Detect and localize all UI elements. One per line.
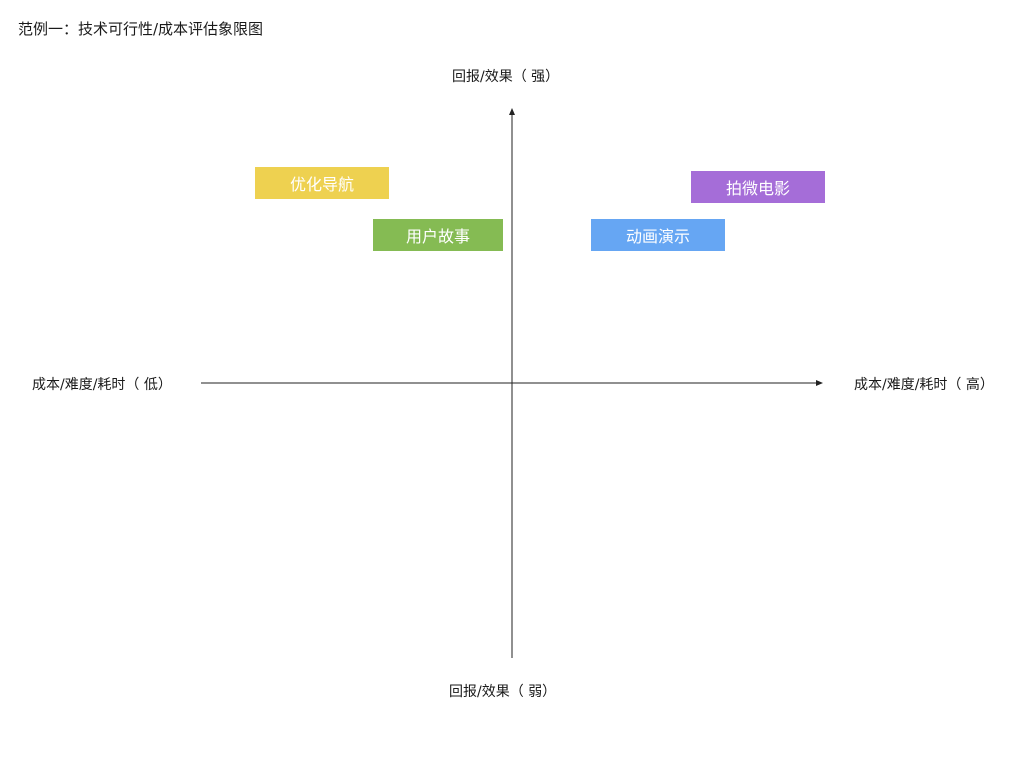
axis-label-bottom: 回报/效果（ 弱） [449,684,557,700]
diagram-title: 范例一：技术可行性/成本评估象限图 [18,20,264,38]
item-card-optimize-navigation: 优化导航 [255,167,389,199]
axis-label-right: 成本/难度/耗时（ 高） [854,377,994,393]
item-card-micro-film: 拍微电影 [691,171,825,203]
top-arrowhead [509,108,515,115]
axis-label-top: 回报/效果（ 强） [452,69,560,85]
axis-label-left: 成本/难度/耗时（ 低） [32,377,172,393]
item-card-user-stories: 用户故事 [373,219,503,251]
item-card-animation-demo: 动画演示 [591,219,725,251]
right-arrowhead [816,380,823,386]
